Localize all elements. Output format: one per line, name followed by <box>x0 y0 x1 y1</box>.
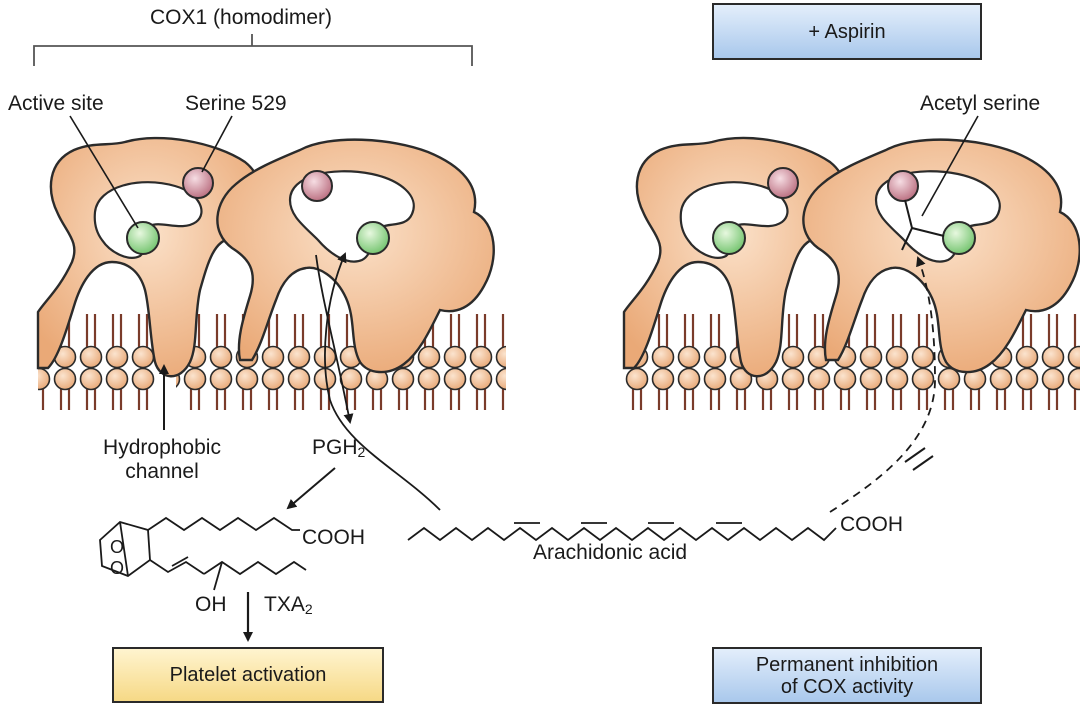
arachidonic-acid-chain <box>407 526 837 542</box>
ring-oxygen-2: O <box>110 558 125 578</box>
cooh-left-label: COOH <box>302 526 365 549</box>
serine-529-left-a <box>182 167 214 199</box>
arachidonic-acid-label: Arachidonic acid <box>533 541 688 564</box>
platelet-activation-box: Platelet activation <box>112 647 384 703</box>
txa2-subscript: 2 <box>304 601 313 617</box>
ring-oxygen-1: O <box>110 537 125 557</box>
txa2-label: TXA2 <box>264 593 313 621</box>
active-site-leader <box>69 115 139 229</box>
hydrophobic-channel-label: Hydrophobic channel <box>92 436 232 484</box>
cooh-right-label: COOH <box>840 513 903 536</box>
txa2-base: TXA <box>264 593 305 616</box>
oh-label: OH <box>195 593 227 616</box>
serine-leader <box>201 115 233 173</box>
active-site-label: Active site <box>8 92 104 115</box>
substrate-in-arrow <box>324 252 441 511</box>
membrane-left-2 <box>176 314 506 410</box>
active-site-right-a <box>712 221 746 255</box>
permanent-inhibition-box: Permanent inhibition of COX activity <box>712 647 982 704</box>
acetyl-serine-label: Acetyl serine <box>920 92 1041 115</box>
acetyl-serine-leader <box>921 115 979 217</box>
block-mark <box>904 447 934 471</box>
cox1-bracket <box>33 34 473 66</box>
cox1-label: COX1 (homodimer) <box>150 6 333 29</box>
serine-529-left-b <box>301 170 333 202</box>
hydrophobic-channel-line1: Hydrophobic <box>103 436 221 459</box>
acetyl-group <box>901 199 945 251</box>
aspirin-box-label: + Aspirin <box>808 20 886 43</box>
platelet-activation-label: Platelet activation <box>169 664 327 686</box>
active-site-left-a <box>126 221 160 255</box>
active-site-left-b <box>356 221 390 255</box>
active-site-right-b <box>942 221 976 255</box>
permanent-inhibition-line1: Permanent inhibition <box>755 653 939 676</box>
acetyl-serine-right-b <box>887 170 919 202</box>
pgh2-subscript: 2 <box>357 444 366 460</box>
serine-right-a <box>767 167 799 199</box>
hydrophobic-channel-line2: channel <box>125 460 199 483</box>
pgh2-to-txa2-arrow <box>286 467 336 510</box>
permanent-inhibition-line2: of COX activity <box>780 675 914 698</box>
aspirin-box: + Aspirin <box>712 3 982 60</box>
pgh2-base: PGH <box>312 436 358 459</box>
serine-529-label: Serine 529 <box>185 92 287 115</box>
pgh2-label: PGH2 <box>312 436 365 464</box>
txa2-structure <box>99 516 307 591</box>
pgh2-out-arrow <box>315 254 354 424</box>
